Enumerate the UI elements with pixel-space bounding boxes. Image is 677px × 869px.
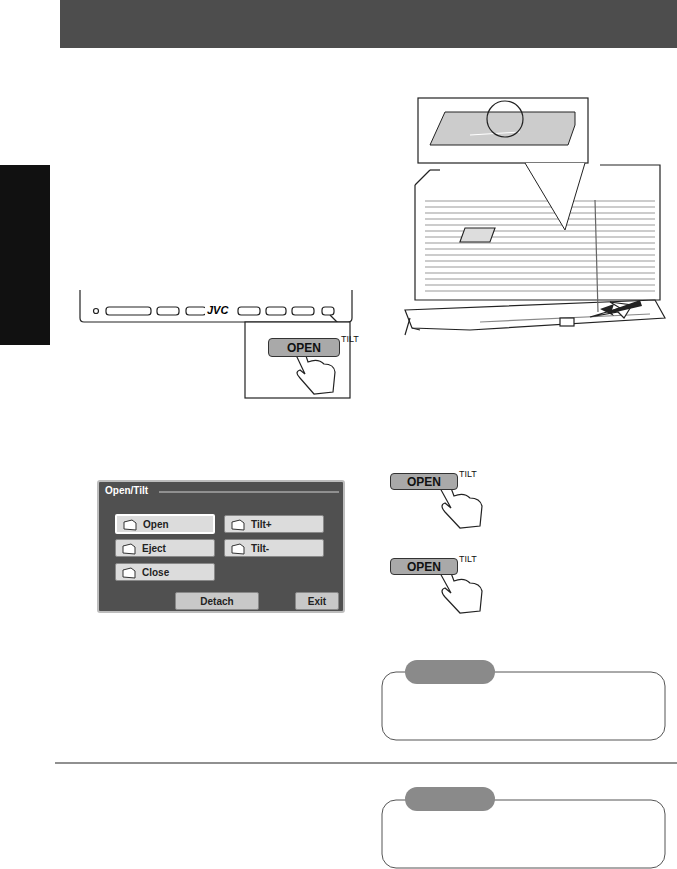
button-label: Open/Tilt [105,485,148,496]
button-label: OPEN [287,341,321,355]
callout-box [245,322,350,398]
note-boxes [382,660,665,868]
button-label: Exit [308,596,326,607]
side-tab [0,165,50,345]
menu-button: Exit [295,592,339,610]
open-tilt-button: OPENTILT [390,558,458,575]
button-label: OPEN [407,560,441,574]
menu-button: Tilt+ [224,515,324,533]
card-inset [418,98,588,230]
brand-logo: JVC [205,304,230,316]
menu-icon [230,543,246,555]
button-side-label: TILT [459,469,477,479]
menu-button: Detach [175,592,259,610]
menu-icon [230,519,246,531]
open-tilt-button: OPENTILT [390,473,458,490]
menu-icon [122,519,138,531]
menu-button: Tilt- [224,539,324,557]
unit-illustration [405,165,665,335]
open-tilt-button: OPENTILT [268,338,340,357]
button-label: Open [143,519,169,530]
section-rule [55,762,677,763]
button-label: Eject [142,543,166,554]
button-side-label: TILT [459,554,477,564]
screen-panel: Open/TiltOpen Tilt+ Eject Tilt- CloseDetach E… [97,480,345,613]
faceplate [80,290,352,325]
menu-button: Eject [115,539,215,557]
button-side-label: TILT [341,334,359,344]
menu-button: Open [115,514,215,534]
button-label: Detach [200,596,233,607]
button-label: OPEN [407,475,441,489]
insert-arrow [600,300,642,316]
menu-icon [121,543,137,555]
button-label: Close [142,567,169,578]
menu-icon [121,567,137,579]
button-label: Tilt- [251,543,269,554]
header-bar [60,0,677,48]
button-label: Tilt+ [251,519,272,530]
menu-button: Close [115,563,215,581]
